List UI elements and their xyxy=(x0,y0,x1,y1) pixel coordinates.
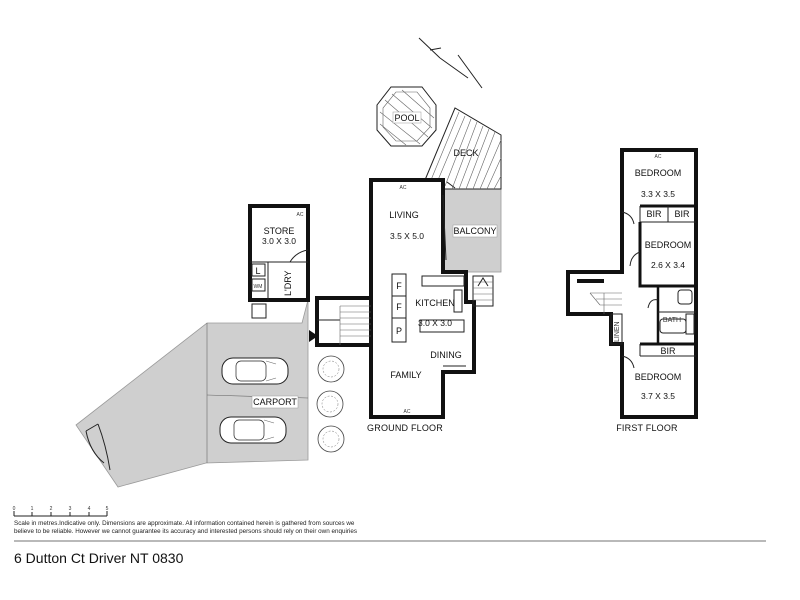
scale-tick-label: 4 xyxy=(88,506,91,512)
pool-area: POOL xyxy=(376,86,437,147)
bath-label: BATH xyxy=(663,317,681,324)
linen-label: LINEN xyxy=(614,321,621,342)
living-name: LIVING xyxy=(389,210,419,220)
ground-floor-caption: GROUND FLOOR xyxy=(367,423,443,433)
bedroom2-name: BEDROOM xyxy=(645,240,692,250)
carport-label-box xyxy=(251,395,299,409)
shrub-icon xyxy=(317,425,345,453)
ground-floor-plan: DECK POOL xyxy=(309,37,502,433)
first-floor-caption: FIRST FLOOR xyxy=(616,423,678,433)
family-label: FAMILY xyxy=(390,370,421,380)
store-laundry-block: STORE 3.0 X 3.0 L WM L'DRY AC xyxy=(248,204,310,319)
bedroom3-name: BEDROOM xyxy=(635,372,682,382)
living-dims: 3.5 X 5.0 xyxy=(390,231,424,241)
fridge-mark: F xyxy=(396,302,402,312)
bedroom1-name: BEDROOM xyxy=(635,168,682,178)
bedroom1-dims: 3.3 X 3.5 xyxy=(641,189,675,199)
pool-label: POOL xyxy=(394,113,419,123)
balcony-label: BALCONY xyxy=(453,226,496,236)
scale-tick-label: 2 xyxy=(50,506,53,512)
disclaimer-line-1: Scale in metres.Indicative only. Dimensi… xyxy=(14,520,355,527)
north-arrow-icon xyxy=(418,37,483,89)
laundry-linen-mark: L xyxy=(255,266,260,276)
stairs-ground xyxy=(339,305,371,345)
scale-tick-label: 3 xyxy=(69,506,72,512)
fridge-mark: F xyxy=(396,281,402,291)
ac-mark: AC xyxy=(400,185,407,191)
shrub-icon xyxy=(317,355,345,383)
first-floor-plan: AC BEDROOM 3.3 X 3.5 BIR BIR BEDROOM 2.6… xyxy=(566,148,698,433)
ac-mark: AC xyxy=(297,212,304,218)
store-name: STORE xyxy=(264,226,295,236)
scale-bar: 0 1 2 3 4 5 xyxy=(13,506,109,517)
scale-tick-label: 0 xyxy=(13,506,16,512)
bir2-label: BIR xyxy=(674,209,690,219)
scale-tick-label: 5 xyxy=(106,506,109,512)
kitchen-island xyxy=(419,319,465,333)
store-dims: 3.0 X 3.0 xyxy=(262,236,296,246)
bir1-label: BIR xyxy=(646,209,662,219)
dining-label: DINING xyxy=(430,350,462,360)
kitchen-bench xyxy=(421,275,465,287)
ac-mark: AC xyxy=(655,154,662,160)
pantry-mark: P xyxy=(396,326,402,336)
deck-area: DECK xyxy=(424,107,502,190)
bedroom2-dims: 2.6 X 3.4 xyxy=(651,260,685,270)
bir3-label: BIR xyxy=(660,346,676,356)
disclaimer-line-2: believe to be reliable. However we canno… xyxy=(14,528,357,535)
kitchen-name: KITCHEN xyxy=(415,298,455,308)
carport-label: CARPORT xyxy=(253,397,297,407)
scale-tick-label: 1 xyxy=(31,506,34,512)
kitchen-dims: 3.0 X 3.0 xyxy=(418,318,452,328)
property-address: 6 Dutton Ct Driver NT 0830 xyxy=(14,550,184,566)
stairs-first xyxy=(589,292,622,314)
bedroom3-dims: 3.7 X 3.5 xyxy=(641,391,675,401)
ac-mark: AC xyxy=(404,409,411,415)
car-icon xyxy=(221,357,289,385)
carport-area: CARPORT xyxy=(75,299,309,488)
kitchen-cabinets xyxy=(391,273,407,343)
deck-label: DECK xyxy=(453,148,478,158)
laundry-label: L'DRY xyxy=(283,270,293,296)
car-icon xyxy=(219,416,287,444)
shrub-icon xyxy=(316,390,344,418)
washing-machine-mark: WM xyxy=(254,284,263,290)
stairs-balcony xyxy=(472,275,494,307)
